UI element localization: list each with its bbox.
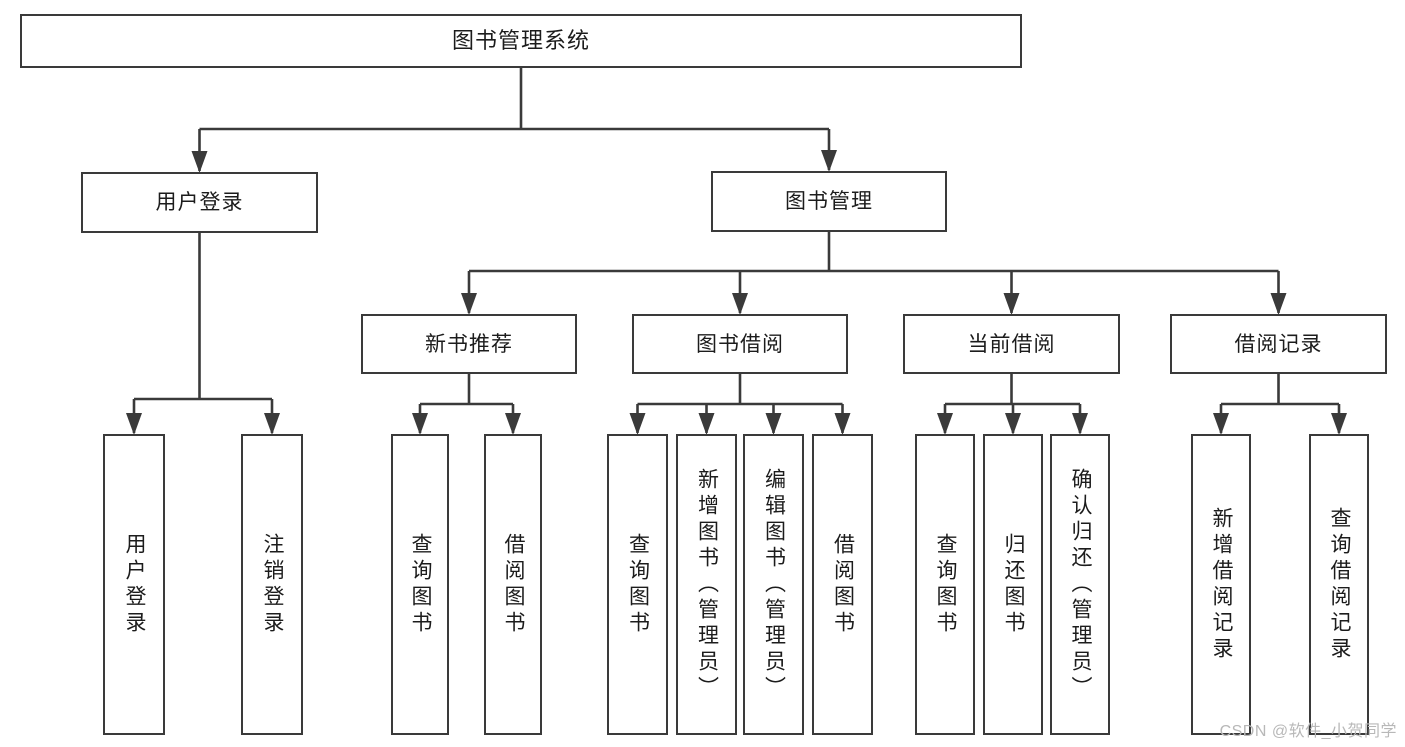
node-leaf-user-logout[interactable]: 注销登录 (241, 434, 303, 735)
node-root[interactable]: 图书管理系统 (20, 14, 1022, 68)
node-leaf-edit-book[interactable]: 编辑图书（管理员） (743, 434, 804, 735)
node-leaf-add-record[interactable]: 新增借阅记录 (1191, 434, 1251, 735)
node-label: 用户登录 (155, 191, 244, 214)
arrowhead-icon (732, 293, 748, 315)
arrowhead-icon (412, 413, 428, 435)
node-label: 查询图书 (626, 532, 650, 637)
node-new-book-rec[interactable]: 新书推荐 (361, 314, 577, 374)
node-label: 借阅记录 (1234, 332, 1323, 356)
arrowhead-icon (1331, 413, 1347, 435)
node-label: 查询图书 (409, 532, 433, 637)
arrowhead-icon (264, 413, 280, 435)
node-leaf-add-book[interactable]: 新增图书（管理员） (676, 434, 737, 735)
node-leaf-return-book[interactable]: 归还图书 (983, 434, 1043, 735)
node-leaf-user-login[interactable]: 用户登录 (103, 434, 165, 735)
node-leaf-query-record[interactable]: 查询借阅记录 (1309, 434, 1369, 735)
watermark-label: CSDN @软件_小贺同学 (1219, 723, 1397, 740)
node-leaf-query-book-3[interactable]: 查询图书 (915, 434, 975, 735)
arrowhead-icon (1003, 293, 1020, 315)
node-label: 归还图书 (1002, 532, 1026, 637)
node-leaf-query-book-1[interactable]: 查询图书 (391, 434, 449, 735)
node-leaf-query-book-2[interactable]: 查询图书 (607, 434, 668, 735)
node-label: 注销登录 (261, 532, 285, 637)
arrowhead-icon (629, 413, 646, 435)
node-leaf-borrow-book-1[interactable]: 借阅图书 (484, 434, 542, 735)
node-label: 借阅图书 (831, 532, 855, 637)
node-borrow-record[interactable]: 借阅记录 (1170, 314, 1387, 374)
arrowhead-icon (765, 413, 782, 435)
node-label: 新增借阅记录 (1210, 506, 1234, 663)
arrowhead-icon (1213, 413, 1229, 435)
arrowhead-icon (126, 413, 142, 435)
arrowhead-icon (1072, 413, 1088, 435)
node-user-login[interactable]: 用户登录 (81, 172, 318, 233)
node-leaf-borrow-book-2[interactable]: 借阅图书 (812, 434, 873, 735)
node-book-borrow[interactable]: 图书借阅 (632, 314, 848, 374)
node-label: 查询图书 (934, 532, 958, 637)
node-label: 新增图书（管理员） (695, 467, 719, 702)
node-label: 图书管理 (785, 190, 873, 213)
node-label: 当前借阅 (967, 332, 1056, 356)
arrowhead-icon (191, 151, 208, 173)
node-label: 借阅图书 (502, 532, 526, 637)
arrowhead-icon (1005, 413, 1021, 435)
node-label: 用户登录 (123, 532, 147, 637)
arrowhead-icon (937, 413, 953, 435)
node-label: 新书推荐 (425, 332, 513, 356)
arrowhead-icon (821, 150, 837, 172)
arrowhead-icon (461, 293, 477, 315)
node-label: 查询借阅记录 (1328, 506, 1352, 663)
node-label: 确认归还（管理员） (1069, 467, 1093, 702)
node-current-borrow[interactable]: 当前借阅 (903, 314, 1120, 374)
node-label: 图书借阅 (696, 332, 784, 356)
node-leaf-confirm-return[interactable]: 确认归还（管理员） (1050, 434, 1110, 735)
node-label: 图书管理系统 (451, 28, 590, 53)
node-book-manage[interactable]: 图书管理 (711, 171, 947, 232)
arrowhead-icon (505, 413, 521, 435)
arrowhead-icon (1270, 293, 1287, 315)
arrowhead-icon (698, 413, 715, 435)
node-label: 编辑图书（管理员） (762, 467, 786, 702)
arrowhead-icon (834, 413, 851, 435)
